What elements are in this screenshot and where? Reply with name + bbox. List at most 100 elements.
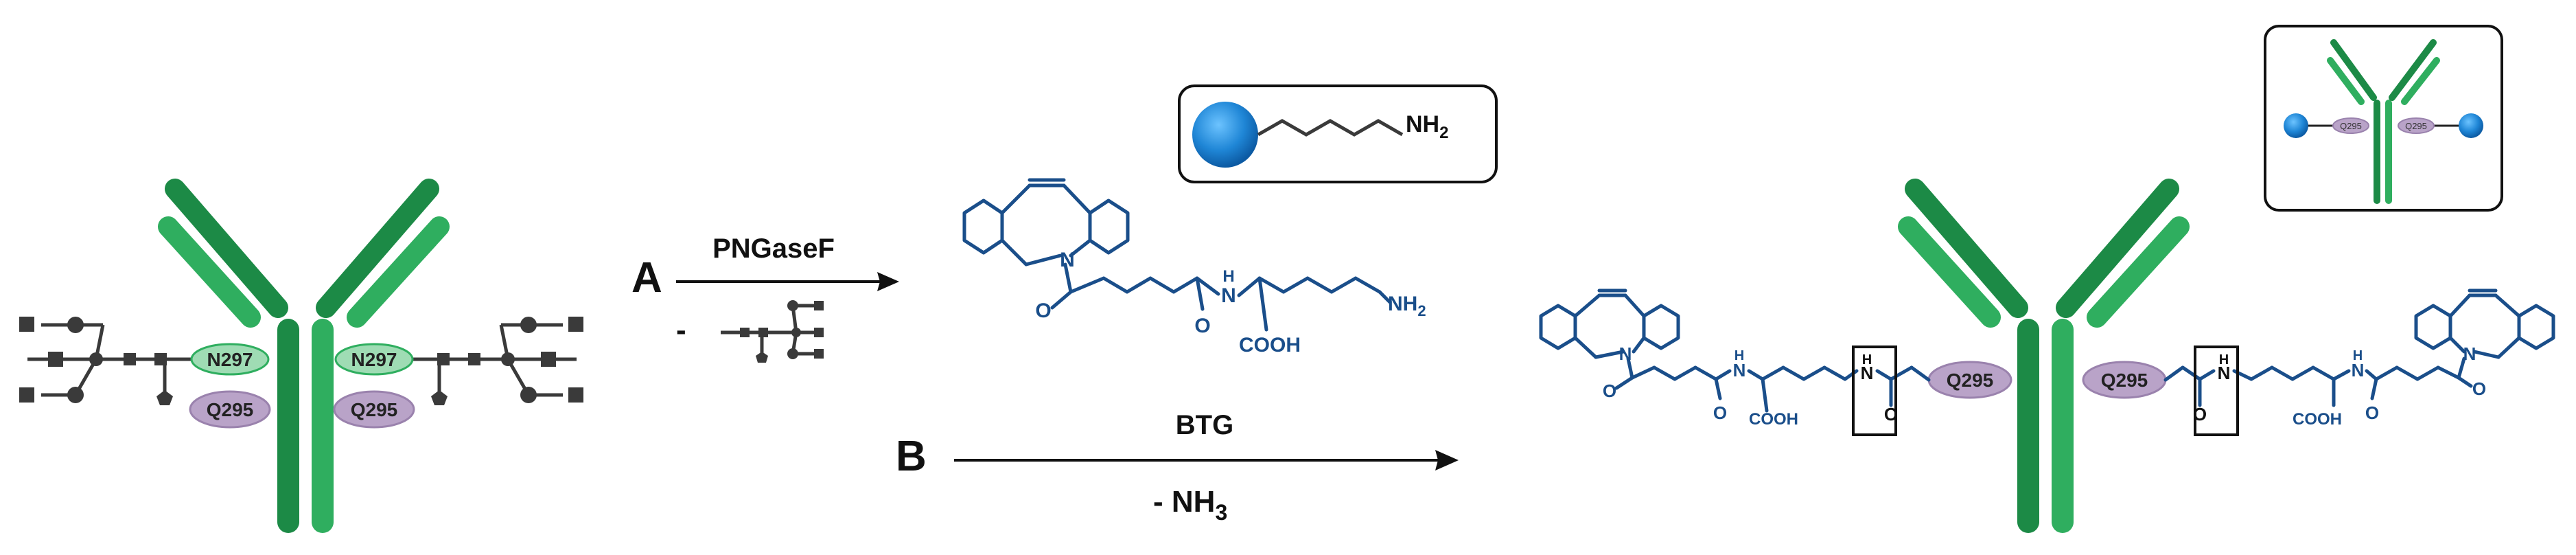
reagent-o-atom-2: O — [1194, 315, 1210, 337]
glycan-sugar-square — [437, 353, 450, 365]
product-right-nh: N — [2352, 360, 2365, 381]
inset-frame — [2264, 25, 2503, 212]
reagent-amine: NH2 — [1388, 293, 1426, 319]
inset-fab-right-heavy — [2389, 39, 2437, 101]
product-right-cooh: COOH — [2293, 410, 2342, 429]
glycan-sugar-circle — [89, 352, 103, 366]
fab-left-heavy — [1905, 179, 2028, 318]
product-right-isopeptide-o: O — [2193, 404, 2207, 424]
product-right-nh-h: H — [2353, 348, 2363, 363]
product-left-n: N — [1619, 343, 1632, 364]
glycan-sugar-circle — [501, 352, 515, 366]
glycan-sugar-circle — [67, 317, 84, 333]
q295-product-label-right: Q295 — [2101, 370, 2148, 391]
glycan-sugar-square — [568, 387, 583, 403]
glycan-sugar-square — [568, 317, 583, 332]
n297-tag-left — [190, 343, 270, 376]
isopeptide-box-right — [2194, 346, 2239, 436]
fab-left-light — [1898, 216, 2001, 328]
sphere-icon — [2459, 113, 2483, 138]
product-right-linker: N H O N H COOH O O N — [2163, 288, 2555, 436]
fab-left-heavy — [165, 179, 288, 318]
step-b-enzyme: BTG — [1176, 410, 1233, 440]
glycan-sugar-square — [154, 353, 167, 365]
arrow-right-icon — [877, 272, 899, 291]
reagent-nh-h: H — [1222, 267, 1234, 286]
glycan-sugar-square — [468, 353, 480, 365]
glycan-sugar-pentagon — [756, 352, 768, 363]
inset-q295-label-left: Q295 — [2340, 121, 2362, 131]
reagent-n-atom: N — [1060, 249, 1075, 271]
glycan-sugar-square — [758, 328, 768, 337]
fab-right-heavy — [2056, 179, 2179, 318]
product-left-isopeptide-o: O — [1884, 404, 1898, 424]
inset-q295-tag-right — [2398, 117, 2435, 134]
fab-right-heavy — [316, 179, 439, 318]
dbco-lysine-structure: N O O N H COOH NH2 — [962, 178, 1426, 356]
fab-right-light — [2087, 216, 2190, 328]
glycan-sugar-circle — [67, 387, 84, 403]
inset-amine: NH2 — [1406, 111, 1448, 142]
step-a-letter: A — [631, 254, 662, 302]
glycan-sugar-pentagon — [156, 390, 173, 405]
glycan-sugar-pentagon — [431, 390, 448, 405]
glycan-sugar-square — [124, 353, 136, 365]
q295-product-label-left: Q295 — [1947, 370, 1994, 391]
glycan-sugar-circle — [787, 348, 798, 359]
isopeptide-box-left — [1852, 346, 1897, 436]
step-a-enzyme: PNGaseF — [712, 234, 835, 264]
inset-q295-label-right: Q295 — [2405, 121, 2427, 131]
q295-label-left: Q295 — [207, 399, 254, 420]
product-left-isopeptide-h: H — [1862, 352, 1872, 367]
product-left-cooh: COOH — [1749, 410, 1798, 429]
linker-chain — [1257, 119, 1404, 137]
reagent-nh-atom: N — [1221, 284, 1236, 307]
product-right-o: O — [2365, 403, 2379, 423]
glycan-sugar-square — [19, 317, 34, 332]
product-right-isopeptide-n: N — [2218, 363, 2231, 383]
glycan-sugar-circle — [787, 300, 798, 311]
glycan-sugar-square — [814, 328, 824, 337]
glycan-sugar-circle — [520, 387, 537, 403]
product-left-nh: N — [1733, 360, 1746, 381]
q295-tag-right — [333, 390, 415, 429]
glycan-sugar-square — [814, 301, 824, 310]
antibody-product: Q295 Q295 — [1898, 179, 2190, 533]
product-right-n: N — [2463, 343, 2476, 364]
glycan-sugar-square — [740, 328, 750, 337]
antibody-left: N297 N297 Q295 Q295 — [19, 179, 583, 533]
product-right-isopeptide-h: H — [2219, 352, 2229, 367]
product-overview-inset: Q295 Q295 — [2264, 25, 2503, 212]
inset-fab-left-light — [2327, 57, 2365, 105]
arrow-right-icon — [1435, 450, 1459, 471]
reagent-o-atom: O — [1035, 299, 1051, 322]
inset-fab-left-heavy — [2330, 39, 2377, 101]
glycan-sugar-circle — [791, 328, 801, 337]
glycan-sugar-circle — [520, 317, 537, 333]
glycan-sugar-square — [814, 349, 824, 359]
glycan-sugar-square — [48, 352, 63, 367]
product-left-o2: O — [1713, 403, 1727, 423]
fab-right-light — [347, 216, 450, 328]
q295-label-right: Q295 — [351, 399, 398, 420]
q295-tag-left — [189, 390, 271, 429]
product-right-o2: O — [2472, 378, 2486, 399]
glycan-sugar-square — [541, 352, 556, 367]
inset-fab-right-light — [2401, 57, 2440, 105]
glycan-removed-icon — [721, 304, 817, 356]
step-b-letter: B — [896, 433, 927, 480]
product-left-o: O — [1603, 381, 1616, 401]
step-b: B BTG - NH3 — [896, 410, 1459, 525]
inset-frame — [1178, 84, 1498, 183]
step-a-minus: - — [676, 313, 686, 347]
sphere-icon — [1192, 102, 1258, 168]
inset-q295-tag-left — [2332, 117, 2369, 134]
product-left-linker: N O O N H COOH N H O — [1539, 288, 1931, 436]
fab-left-light — [158, 216, 261, 328]
product-left-isopeptide-n: N — [1861, 363, 1874, 383]
step-b-byproduct: - NH3 — [1153, 485, 1227, 525]
step-a: A PNGaseF - — [631, 234, 899, 363]
payload-amine-inset: NH2 — [1178, 84, 1498, 183]
reagent-cooh: COOH — [1239, 334, 1301, 356]
